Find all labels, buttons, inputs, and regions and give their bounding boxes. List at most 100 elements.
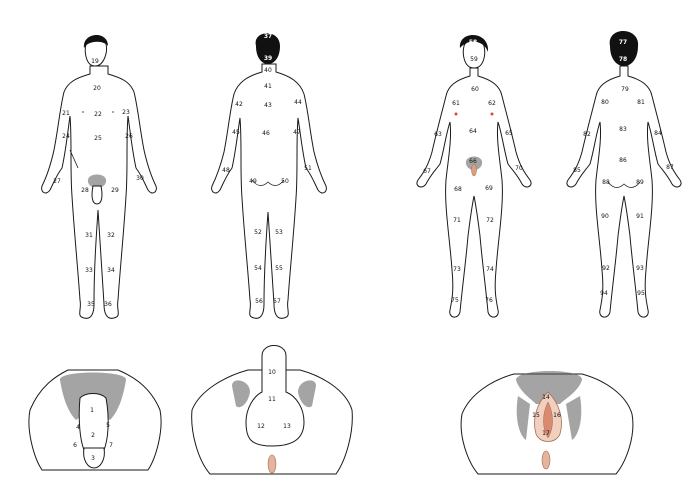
region-label: 88 [602,179,610,186]
detail-female-genital [460,371,634,475]
region-label: 60 [471,86,479,93]
region-label: 65 [505,130,513,137]
region-label: 32 [107,232,115,239]
region-label: 29 [111,187,119,194]
region-label: 30 [136,175,144,182]
region-label: 23 [122,109,130,116]
region-label: 50 [281,178,289,185]
region-label: 7 [109,442,113,449]
region-label: 52 [254,229,262,236]
region-label: 25 [94,135,102,142]
region-label: 63 [434,131,442,138]
region-label: 53 [275,229,283,236]
region-label: 31 [85,232,93,239]
region-label: 20 [93,85,101,92]
region-label: 76 [485,297,493,304]
region-label: 86 [619,157,627,164]
region-label: 39 [264,55,272,62]
region-label: 77 [619,39,627,46]
region-label: 6 [73,442,77,449]
region-label: 21 [62,110,70,117]
male-front-figure [41,34,157,319]
region-label: 49 [249,178,257,185]
region-label: 41 [264,83,272,90]
male-back-hair [255,33,280,64]
region-label: 57 [273,298,281,305]
region-label: 44 [294,99,302,106]
region-label: 62 [488,100,496,107]
region-label: 73 [453,266,461,273]
region-label: 16 [553,412,561,419]
female-front-hair [459,34,489,52]
region-label: 61 [452,100,460,107]
region-label: 37 [264,33,272,40]
region-label: 58 [469,39,477,46]
region-label: 71 [453,217,461,224]
region-label: 93 [636,265,644,272]
region-label: 90 [601,213,609,220]
region-label: 59 [470,56,478,63]
region-label: 87 [666,164,674,171]
region-label: 11 [268,396,276,403]
region-label: 51 [304,165,312,172]
region-label: 26 [125,133,133,140]
region-label: 69 [485,185,493,192]
region-label: 12 [257,423,265,430]
region-label: 24 [62,133,70,140]
region-label: 18 [91,42,99,49]
region-label: 70 [515,165,523,172]
region-label: 42 [235,101,243,108]
region-label: 74 [486,266,494,273]
region-label: 48 [222,167,230,174]
region-label: 80 [601,99,609,106]
region-label: 36 [104,301,112,308]
region-label: 95 [637,290,645,297]
region-label: 27 [53,178,61,185]
region-label: 85 [573,167,581,174]
region-label: 81 [637,99,645,106]
region-label: 4 [76,424,80,431]
region-label: 75 [451,297,459,304]
region-label: 22 [94,111,102,118]
female-front-figure [416,34,532,318]
region-label: 72 [486,217,494,224]
region-label: 14 [542,394,550,401]
region-label: 2 [91,432,95,439]
region-label: 66 [469,158,477,165]
region-label: 19 [91,58,99,65]
region-label: 89 [636,179,644,186]
region-label: 34 [107,267,115,274]
region-label: 54 [254,265,262,272]
region-label: 64 [469,128,477,135]
region-label: 45 [232,129,240,136]
region-label: 33 [85,267,93,274]
region-label: 47 [293,129,301,136]
region-label: 43 [264,102,272,109]
region-label: 68 [454,186,462,193]
region-number-labels: 18 19 20 21 22 23 24 25 26 27 28 29 30 3… [53,33,674,462]
region-label: 56 [255,298,263,305]
detail-male-genital-front [28,369,162,471]
detail-male-genital-under [191,345,353,475]
region-label: 46 [262,130,270,137]
female-back-hair [609,31,639,66]
region-label: 78 [619,56,627,63]
region-label: 3 [91,455,95,462]
female-back-figure [566,31,682,318]
region-label: 92 [602,265,610,272]
male-front-hair [83,34,108,48]
region-label: 83 [619,126,627,133]
region-label: 17 [542,430,550,437]
region-label: 1 [90,407,94,414]
region-label: 9 [275,350,279,357]
region-label: 40 [264,67,272,74]
region-label: 84 [654,130,662,137]
region-label: 55 [275,265,283,272]
region-label: 79 [621,86,629,93]
male-back-figure [211,33,327,319]
region-label: 82 [583,131,591,138]
region-label: 10 [268,369,276,376]
region-label: 15 [532,412,540,419]
